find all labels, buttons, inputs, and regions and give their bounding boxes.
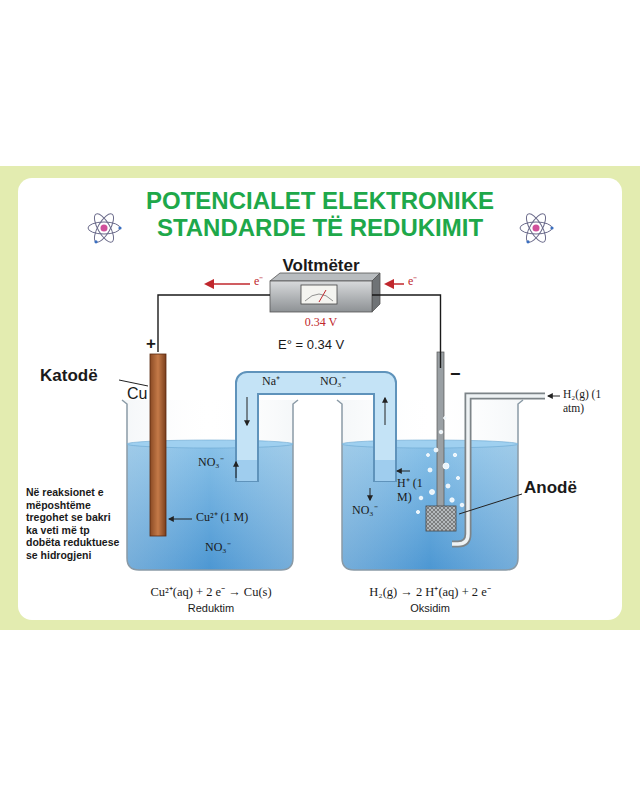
ion-arrow: [247, 397, 248, 425]
hydrogen-electrode: [426, 352, 545, 544]
bubble: [446, 484, 450, 488]
atom-icon: [88, 211, 122, 245]
process-label: Oksidim: [410, 602, 450, 615]
bubble: [450, 498, 454, 502]
salt-bridge: [247, 383, 385, 482]
polarity-sign: −: [450, 364, 461, 385]
bubble: [428, 468, 432, 472]
frame-band: [0, 166, 640, 630]
ion-arrow: [370, 488, 371, 500]
device-label: Voltmëter: [282, 256, 359, 276]
element-symbol: Cu: [127, 385, 147, 403]
bubble: [460, 503, 464, 507]
ion-label: NO₃⁻: [205, 541, 231, 555]
ion-label: NO₃⁻: [320, 375, 346, 389]
ion-label: Cu²⁺ (1 M): [196, 511, 248, 525]
electrode-label: Katodë: [40, 366, 98, 386]
bubble: [427, 454, 430, 457]
ion-label: H⁺ (1 M): [397, 476, 433, 505]
bubble: [456, 476, 459, 479]
gas-arrow: [548, 396, 560, 397]
electrode-label: Anodë: [524, 478, 577, 498]
ion-label: Na⁺: [262, 375, 280, 389]
voltage-reading: 0.34 V: [305, 316, 337, 330]
electron-arrow: [206, 283, 250, 285]
ion-label: NO₃⁻: [352, 504, 378, 518]
anode-beaker: [337, 400, 523, 570]
voltmeter-symbol: [270, 273, 380, 312]
note-text: Në reaksionet e mëposhtëme tregohet se b…: [26, 486, 122, 562]
bubble: [419, 496, 423, 500]
bubble: [434, 448, 438, 452]
bubble: [430, 490, 435, 495]
bubble: [439, 430, 443, 434]
cell-potential: E° = 0.34 V: [278, 338, 344, 353]
bubble: [416, 510, 419, 513]
atom-icon: [520, 211, 554, 245]
electron-label: e⁻: [408, 275, 417, 289]
wire: [158, 295, 270, 352]
wire: [372, 295, 441, 368]
gas-label: H₂(g) (1 atm): [563, 388, 619, 416]
electron-label: e⁻: [254, 275, 263, 289]
anode-half-cell: H₂(g) → 2 H⁺(aq) + 2 e⁻ Oksidim: [340, 368, 520, 615]
reaction-equation: Cu²⁺(aq) + 2 e⁻ → Cu(s): [150, 585, 271, 599]
bubble: [444, 417, 447, 420]
gas-bubbles: [416, 417, 463, 514]
title: POTENCIALET ELEKTRONIKE STANDARDE TË RED…: [110, 188, 530, 242]
bubble: [453, 453, 456, 456]
reaction-equation: H₂(g) → 2 H⁺(aq) + 2 e⁻: [369, 585, 490, 599]
copper-electrode: [150, 354, 166, 536]
card: [18, 178, 622, 620]
voltmeter-box: Voltmëter0.34 V: [270, 281, 372, 312]
cathode-half-cell: Cu²⁺(aq) + 2 e⁻ → Cu(s) Reduktim: [125, 352, 297, 615]
electron-arrow: [386, 283, 404, 285]
ion-arrow: [169, 519, 192, 520]
leader-line: [459, 494, 522, 514]
ion-arrow: [236, 462, 237, 478]
cathode-beaker: [122, 400, 298, 570]
bubble: [443, 463, 449, 469]
process-label: Reduktim: [188, 602, 234, 615]
polarity-sign: +: [146, 334, 156, 354]
ion-label: NO₃⁻: [198, 456, 224, 470]
ion-arrow: [397, 471, 410, 472]
ion-arrow: [385, 398, 386, 425]
